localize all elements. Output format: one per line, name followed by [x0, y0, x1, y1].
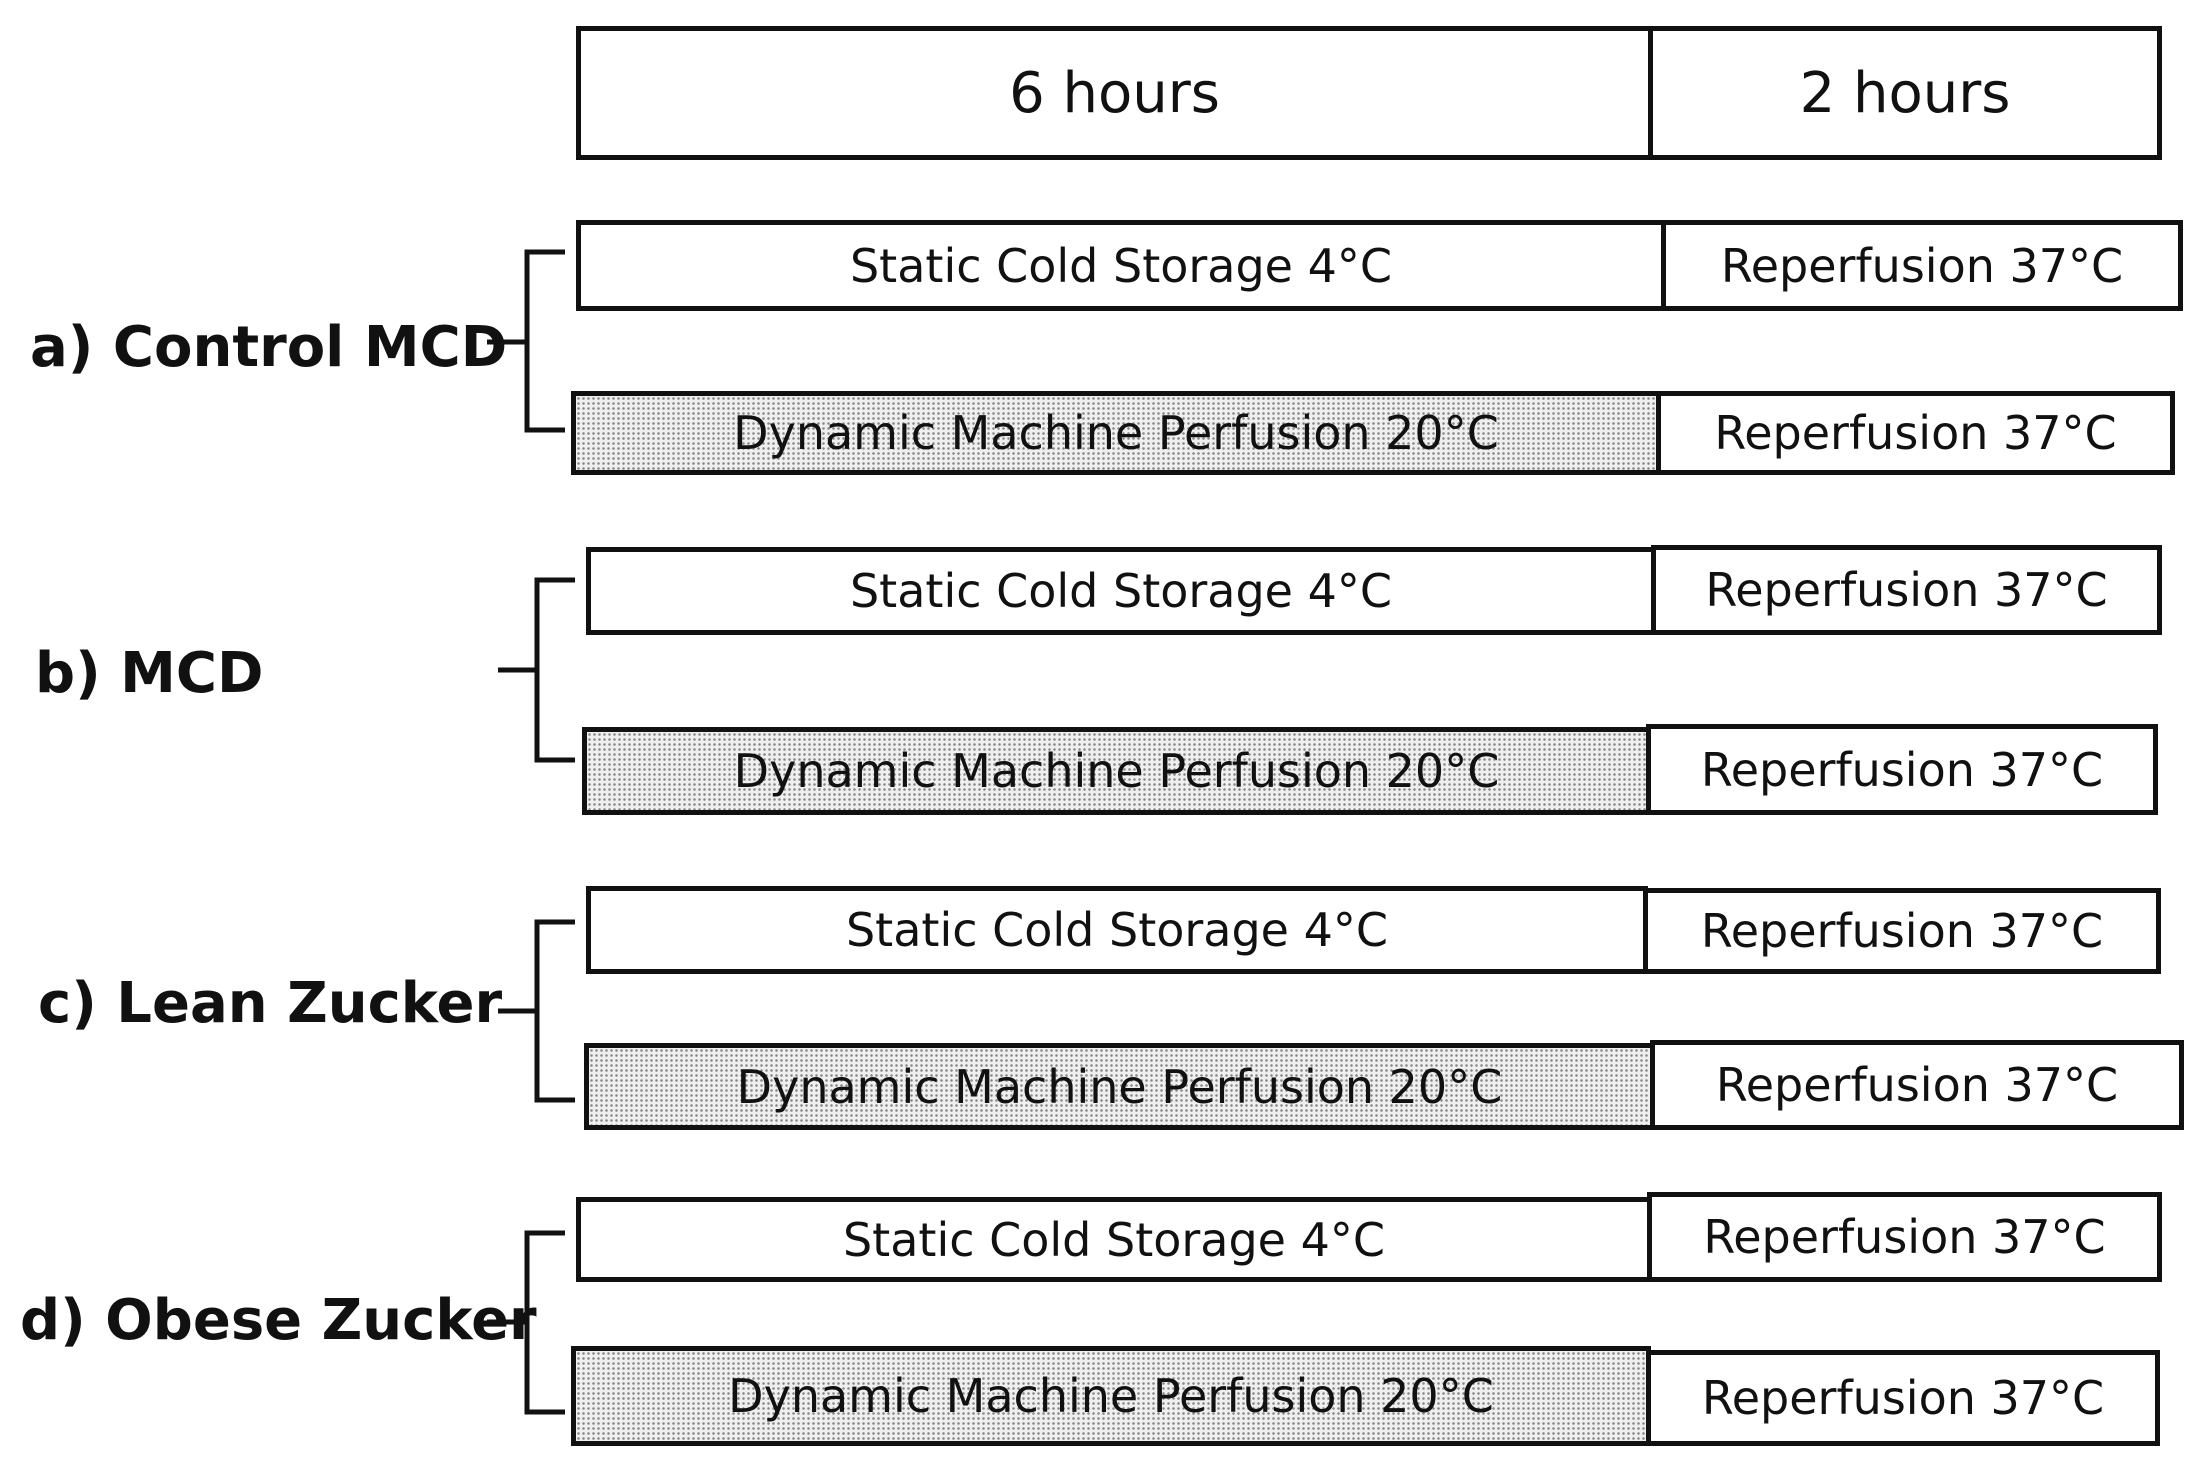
header-2-hours: 2 hours [1648, 26, 2162, 160]
dynamic-machine-perfusion-bar-a: Dynamic Machine Perfusion 20°C [571, 391, 1661, 475]
static-cold-storage-bar-b: Static Cold Storage 4°C [586, 547, 1656, 635]
reperfusion-bar-b2: Reperfusion 37°C [1646, 724, 2158, 815]
reperfusion-bar-d1: Reperfusion 37°C [1647, 1192, 2162, 1282]
dynamic-machine-perfusion-bar-c: Dynamic Machine Perfusion 20°C [584, 1043, 1655, 1130]
group-label-d: d) Obese Zucker [20, 1287, 537, 1353]
reperfusion-bar-c1: Reperfusion 37°C [1643, 888, 2161, 974]
dynamic-machine-perfusion-bar-b: Dynamic Machine Perfusion 20°C [582, 727, 1651, 815]
reperfusion-bar-d2: Reperfusion 37°C [1646, 1350, 2160, 1446]
group-label-a: a) Control MCD [30, 314, 508, 380]
reperfusion-bar-a1: Reperfusion 37°C [1661, 220, 2183, 311]
group-label-b: b) MCD [35, 640, 264, 706]
reperfusion-bar-c2: Reperfusion 37°C [1650, 1040, 2184, 1130]
static-cold-storage-bar-a: Static Cold Storage 4°C [576, 220, 1666, 311]
bracket-b [498, 577, 575, 763]
reperfusion-bar-b1: Reperfusion 37°C [1651, 545, 2162, 635]
bracket-c [498, 919, 575, 1103]
group-label-c: c) Lean Zucker [38, 970, 503, 1036]
static-cold-storage-bar-d: Static Cold Storage 4°C [576, 1197, 1652, 1282]
static-cold-storage-bar-c: Static Cold Storage 4°C [586, 886, 1648, 974]
bracket-a [487, 249, 565, 433]
bracket-d [487, 1230, 565, 1415]
header-6-hours: 6 hours [576, 26, 1653, 160]
dynamic-machine-perfusion-bar-d: Dynamic Machine Perfusion 20°C [571, 1346, 1651, 1446]
reperfusion-bar-a2: Reperfusion 37°C [1656, 391, 2175, 475]
